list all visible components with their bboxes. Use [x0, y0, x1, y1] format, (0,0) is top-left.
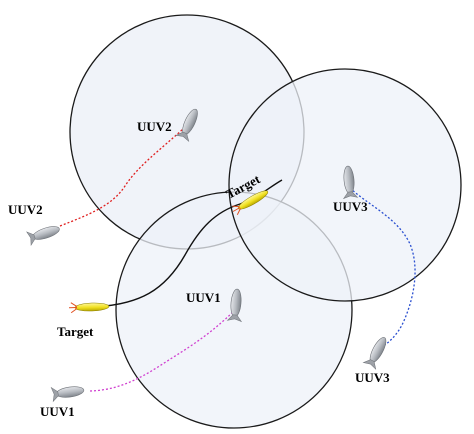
target-start-label: Target — [57, 324, 94, 339]
uuv1-start-vehicle — [50, 382, 86, 402]
uuv1-start-label: UUV1 — [40, 404, 75, 419]
uuv3-end-vehicle — [363, 334, 392, 370]
uuv3-start-label: UUV3 — [333, 199, 368, 214]
uuv2-path — [59, 128, 184, 227]
target-start-vehicle — [68, 300, 110, 314]
uuv2-start-label: UUV2 — [8, 202, 43, 217]
uuv1-end-label: UUV1 — [186, 290, 221, 305]
uuv3-end-label: UUV3 — [355, 370, 390, 385]
uuv2-end-label: UUV2 — [137, 119, 172, 134]
uuv2-start-vehicle — [26, 221, 62, 246]
uuv3-path — [349, 187, 416, 350]
uuv1-path — [89, 311, 234, 392]
